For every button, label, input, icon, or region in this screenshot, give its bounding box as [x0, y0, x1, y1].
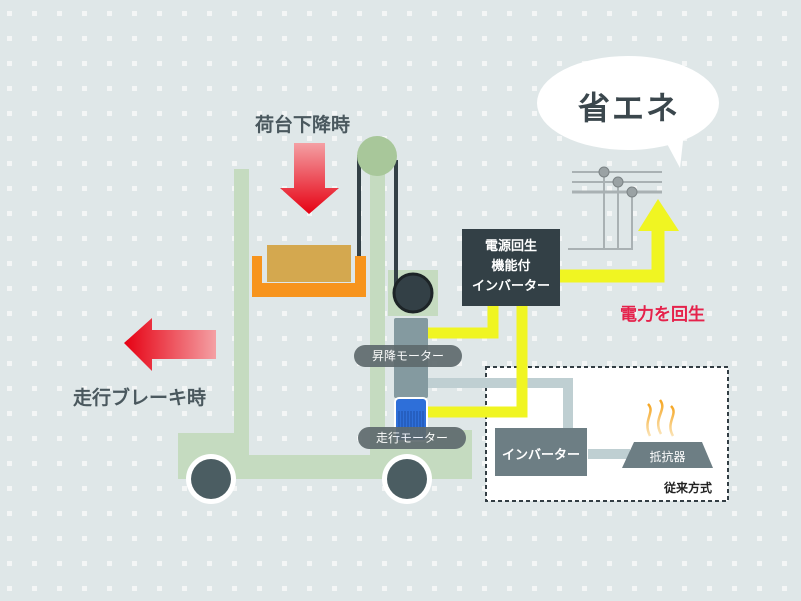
up-arrow-icon	[638, 199, 679, 231]
travel-motor-label: 走行モーター	[358, 427, 466, 449]
cargo-load	[267, 245, 351, 282]
front-wheel-icon	[387, 459, 427, 499]
winch-drum-icon	[392, 272, 434, 314]
energy-saving-label: 省エネ	[578, 89, 681, 127]
pulley-icon	[357, 136, 397, 176]
power-grid-icon	[568, 166, 662, 250]
cargo-lowering-label: 荷台下降時	[255, 114, 351, 136]
travel-power-flow	[428, 306, 528, 418]
regen-power-flow	[560, 230, 665, 283]
regen-inverter-line-2: 機能付	[491, 259, 531, 274]
heat-icon	[646, 399, 675, 437]
power-regeneration-label: 電力を回生	[620, 305, 705, 325]
speech-bubble-tail	[665, 132, 684, 168]
travel-braking-label: 走行ブレーキ時	[73, 387, 207, 409]
conventional-wire-1	[428, 378, 573, 432]
conventional-method-label: 従来方式	[664, 481, 713, 495]
lift-power-flow	[428, 306, 499, 339]
regen-inverter-label: 電源回生 機能付 インバーター	[462, 237, 560, 297]
regen-inverter-line-3: インバーター	[471, 279, 550, 294]
forklift-rear-mast	[234, 169, 249, 469]
resistor-label: 抵抗器	[649, 450, 686, 464]
conventional-inverter-label: インバーター	[501, 448, 580, 463]
rear-wheel-icon	[191, 459, 231, 499]
resistor-icon	[622, 442, 713, 468]
speech-bubble	[537, 56, 719, 150]
lift-motor-label: 昇降モーター	[354, 345, 462, 367]
cargo-tray	[252, 256, 366, 297]
regen-inverter-line-1: 電源回生	[484, 239, 537, 254]
down-arrow-icon	[280, 143, 339, 214]
regen-inverter-box	[462, 229, 560, 306]
left-arrow-icon	[124, 318, 216, 371]
forklift-front-mast	[370, 160, 385, 470]
conventional-inverter-box	[495, 428, 587, 476]
